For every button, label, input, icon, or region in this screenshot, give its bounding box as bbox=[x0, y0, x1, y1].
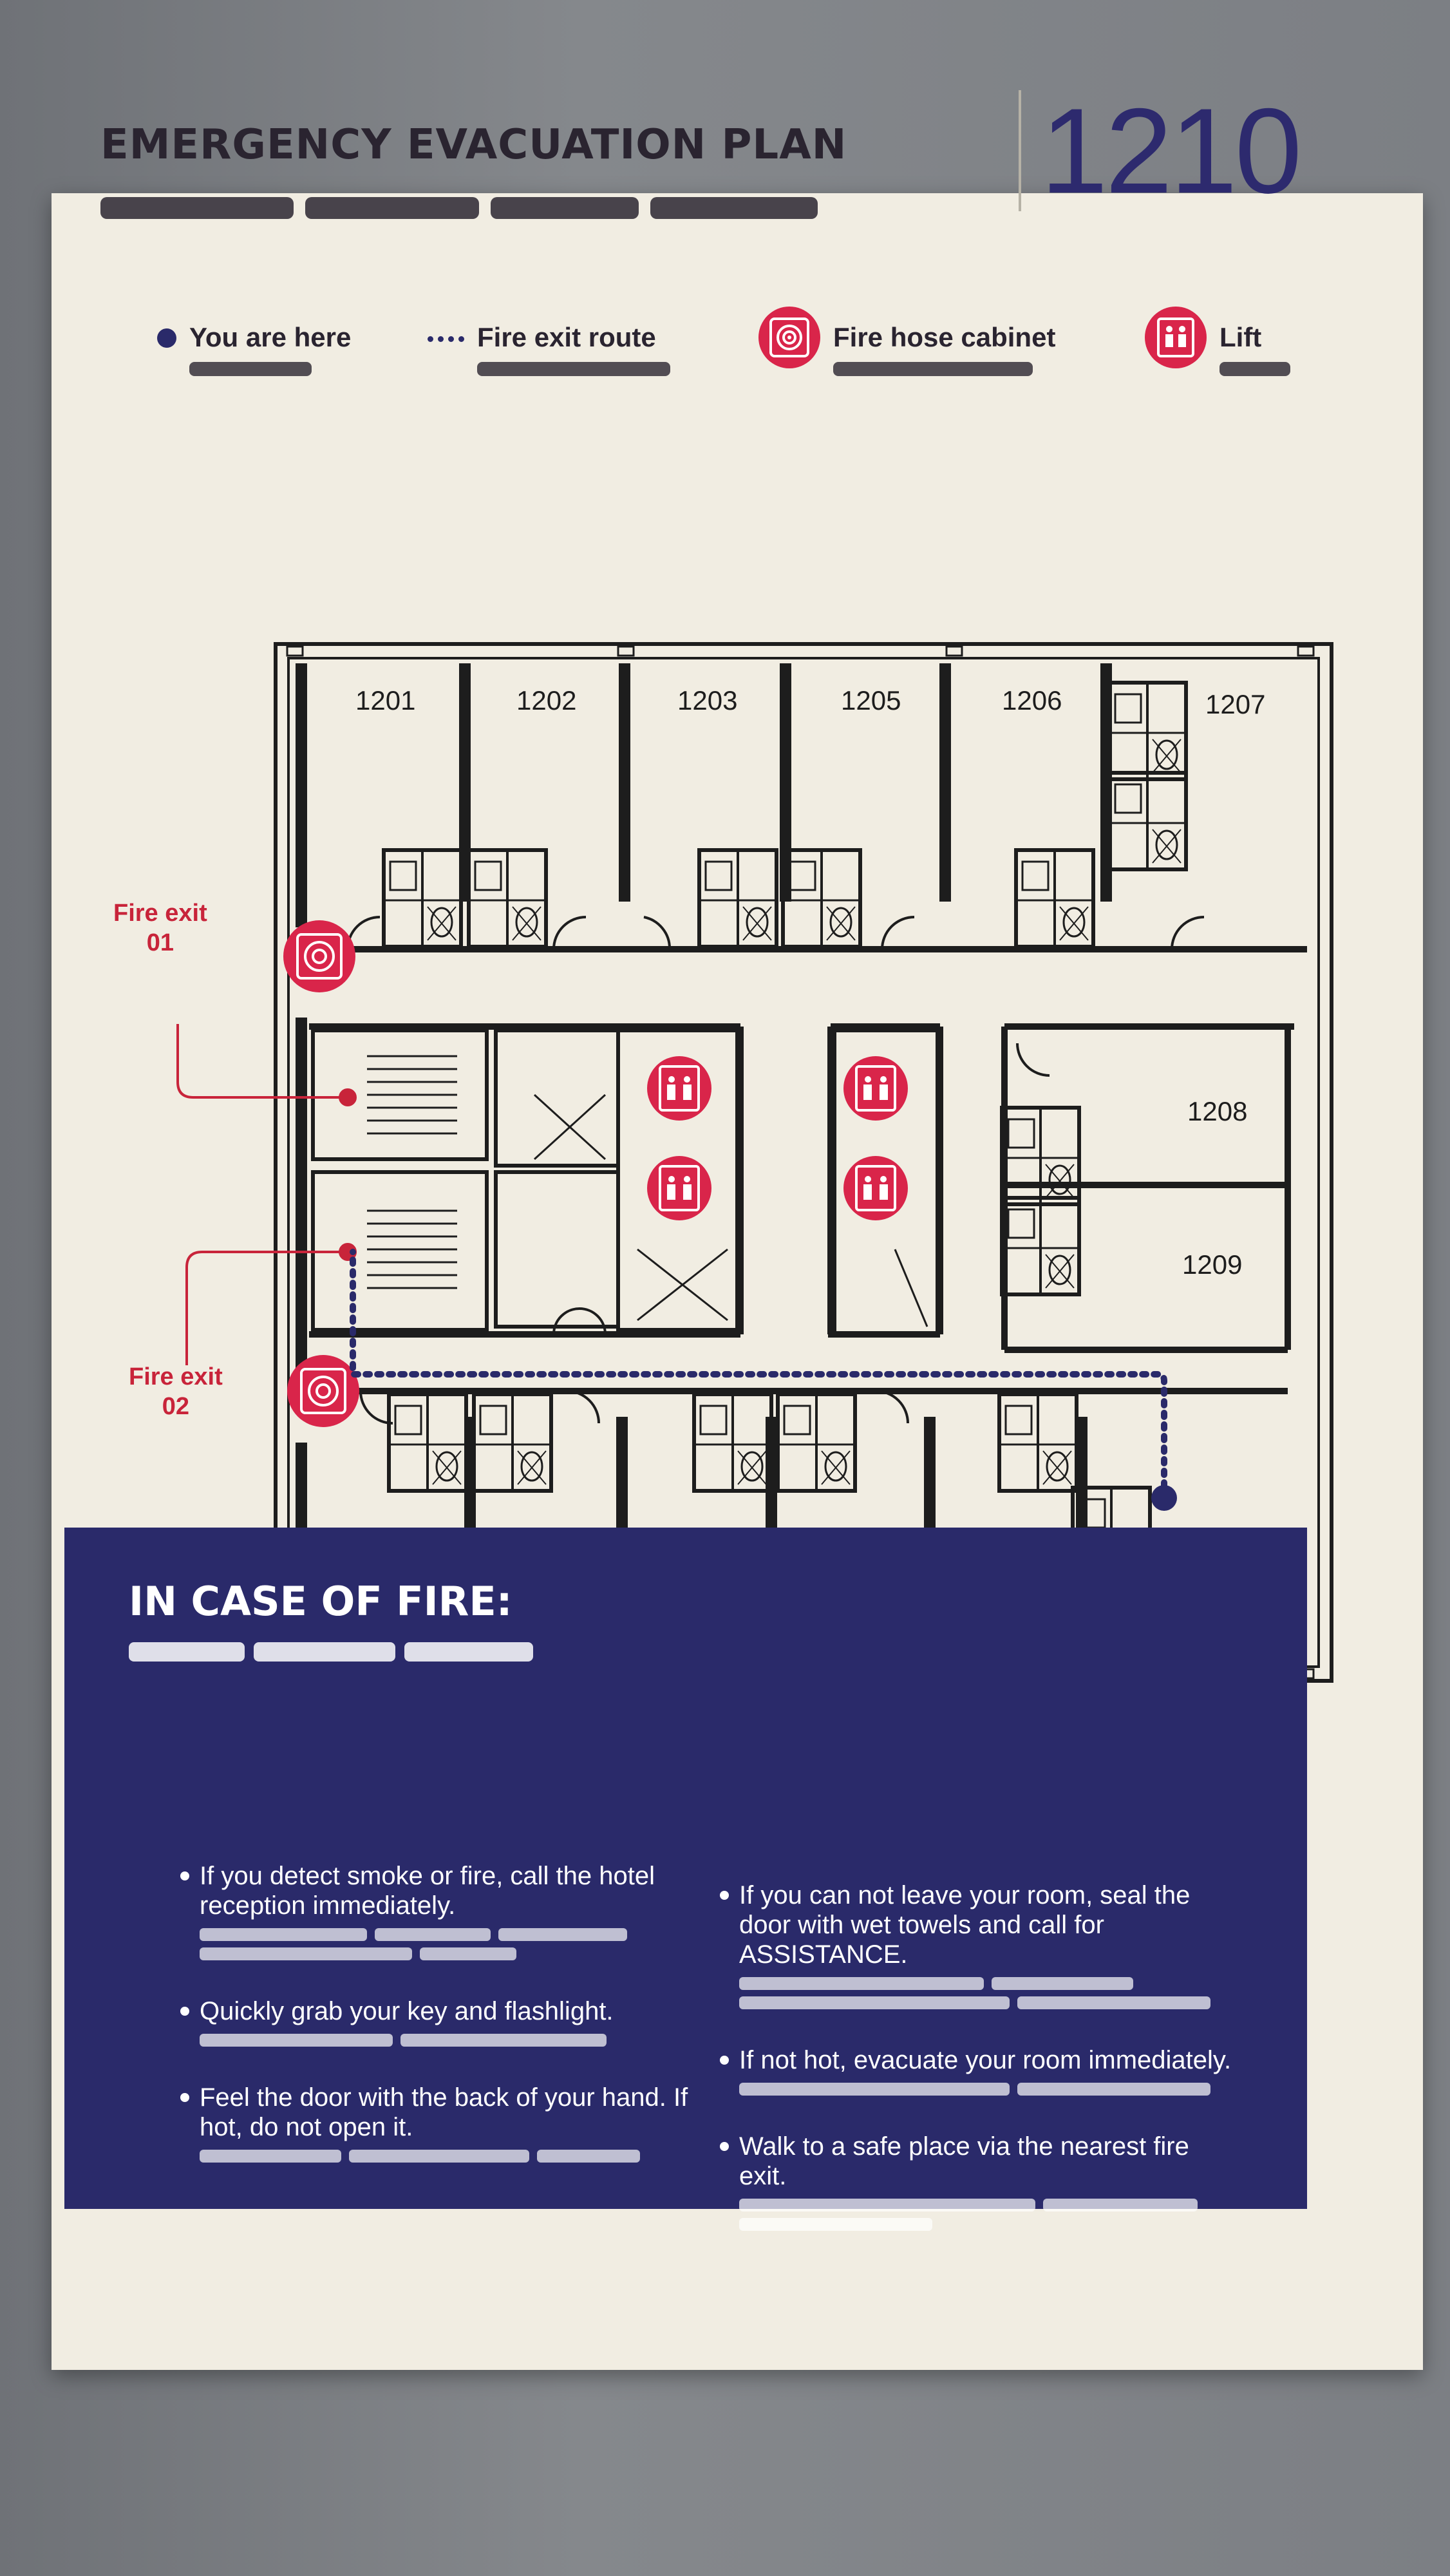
instruction-item: If you can not leave your room, seal the… bbox=[720, 1880, 1235, 2009]
instructions-left-column: If you detect smoke or fire, call the ho… bbox=[180, 1861, 695, 2199]
legend-fire-exit-route-label: Fire exit route bbox=[477, 322, 656, 352]
sign-title: EMERGENCY EVACUATION PLAN bbox=[100, 121, 847, 169]
legend-lift: Lift bbox=[1145, 307, 1290, 376]
instructions-title: IN CASE OF FIRE: bbox=[129, 1578, 513, 1625]
fire-hose-icon bbox=[758, 307, 820, 368]
room-label-1202: 1202 bbox=[516, 685, 577, 715]
room-label-1205: 1205 bbox=[841, 685, 901, 715]
you-are-here-dot-icon bbox=[157, 328, 176, 348]
instruction-item: If you detect smoke or fire, call the ho… bbox=[180, 1861, 695, 1960]
room-number: 1210 bbox=[1019, 90, 1302, 211]
room-label-1201: 1201 bbox=[355, 685, 416, 715]
fire-exit-02-label: Fire exit 02 bbox=[129, 1363, 223, 1420]
lift-icon bbox=[1145, 307, 1207, 368]
legend-fire-hose-label: Fire hose cabinet bbox=[833, 322, 1056, 352]
room-label-1206: 1206 bbox=[1002, 685, 1062, 715]
room-label-1207: 1207 bbox=[1205, 689, 1266, 719]
legend-lift-label: Lift bbox=[1219, 322, 1262, 352]
legend-you-are-here: You are here bbox=[157, 322, 351, 376]
legend-you-are-here-label: You are here bbox=[189, 322, 352, 352]
route-dots-icon bbox=[428, 336, 464, 342]
instruction-item: Feel the door with the back of your hand… bbox=[180, 2083, 695, 2163]
instructions-right-column: If you can not leave your room, seal the… bbox=[720, 1880, 1235, 2267]
legend-fire-hose-cabinet: Fire hose cabinet bbox=[758, 307, 1055, 376]
legend-fire-exit-route: Fire exit route bbox=[428, 322, 670, 376]
sign-title-khmer bbox=[100, 193, 822, 223]
instructions-title-khmer bbox=[129, 1642, 533, 1662]
floor-plan bbox=[176, 642, 1333, 1683]
fire-exit-01-label: Fire exit 01 bbox=[113, 900, 207, 956]
instruction-item: Walk to a safe place via the nearest fir… bbox=[720, 2132, 1235, 2231]
instruction-item: If not hot, evacuate your room immediate… bbox=[720, 2045, 1235, 2096]
room-label-1208: 1208 bbox=[1187, 1096, 1248, 1126]
room-labels: 1201 1202 1203 1205 1206 1207 1208 1209 … bbox=[355, 685, 1266, 1649]
instruction-item: Quickly grab your key and flashlight. bbox=[180, 1996, 695, 2047]
room-label-1209: 1209 bbox=[1182, 1249, 1243, 1280]
room-label-1203: 1203 bbox=[677, 685, 738, 715]
